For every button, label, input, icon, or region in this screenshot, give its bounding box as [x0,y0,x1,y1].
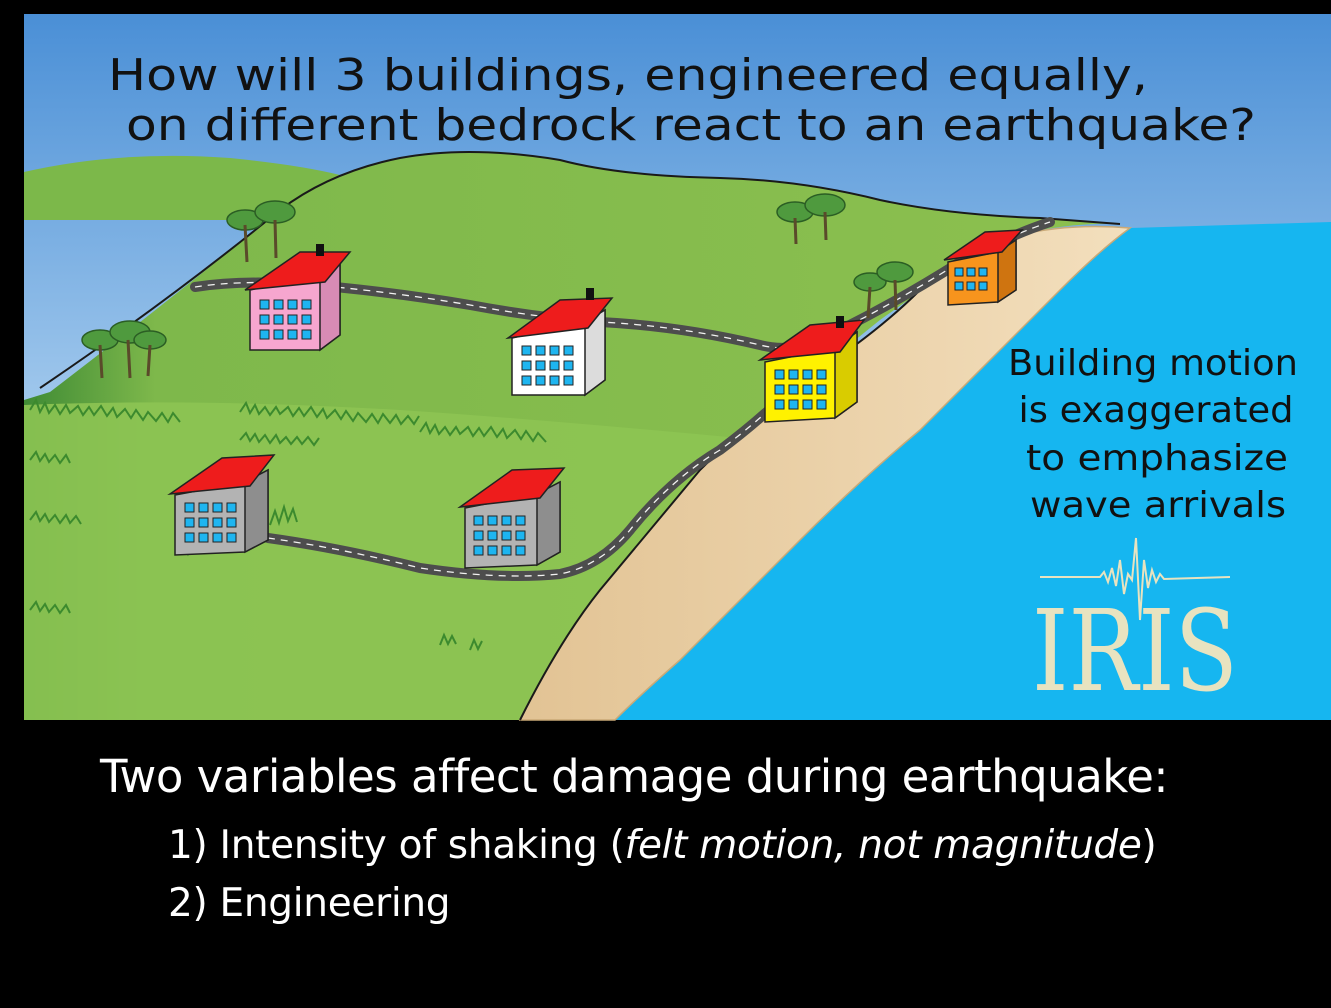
ridge-line [39,150,1121,389]
iris-logo: IRIS [1032,537,1238,717]
title-line-1: How will 3 buildings, engineered equally… [108,50,1148,101]
caption-heading: Two variables affect damage during earth… [100,750,1169,803]
caption-item-intensity: 1) Intensity of shaking (felt motion, no… [168,823,1157,868]
building-pink [244,244,352,352]
tree-cluster-left [81,320,167,379]
tree-cluster-top-right [776,193,846,245]
caption-item1-italic: felt motion, not magnitude [624,823,1142,868]
building-gray-middle [457,467,566,569]
building-white [505,288,614,397]
road-lower [263,385,795,581]
caption-panel: Two variables affect damage during earth… [0,728,1331,1008]
ocean [615,222,1331,720]
building-gray-left [167,454,276,556]
note-line-1: Building motion [1008,343,1298,384]
caption-item1-suffix: ) [1141,823,1157,868]
motion-note: Building motion is exaggerated to emphas… [1008,343,1298,526]
caption-item1-prefix: 1) Intensity of shaking ( [168,823,625,868]
logo-text: IRIS [1032,587,1238,717]
tree-cluster-coast [853,261,914,319]
building-yellow [757,316,866,423]
note-line-3: to emphasize [1026,438,1288,479]
caption-item-engineering: 2) Engineering [168,881,451,926]
building-orange [943,229,1024,306]
seismogram-trace [1040,537,1231,621]
note-line-4: wave arrivals [1030,485,1286,526]
title-line-2: on different bedrock react to an earthqu… [126,100,1256,151]
note-line-2: is exaggerated [1019,390,1294,431]
tree-cluster-top-left [226,200,296,263]
